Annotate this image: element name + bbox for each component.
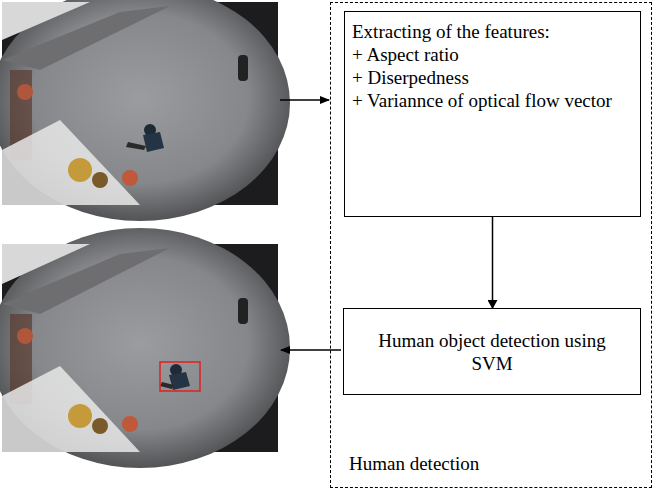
flow-arrow: [492, 217, 494, 308]
input-arrow: [280, 99, 329, 101]
output-arrow: [281, 349, 341, 351]
box-text: Extracting of the features:: [352, 20, 632, 43]
box-text: Human object detection using SVM: [374, 329, 610, 375]
box-item: + Aspect ratio: [352, 43, 632, 66]
camera-frame-detected: [0, 228, 290, 468]
box-item: + Diserpedness: [352, 66, 632, 89]
process-box: Extracting of the features:+ Aspect rati…: [344, 11, 641, 217]
group-frame: Human detection Extracting of the feature…: [330, 2, 652, 488]
box-item: + Variannce of optical flow vector: [352, 89, 632, 112]
detection-box: [160, 362, 200, 391]
process-box: Human object detection using SVM: [343, 308, 641, 395]
camera-frame: [0, 0, 290, 221]
group-label: Human detection: [349, 452, 479, 475]
